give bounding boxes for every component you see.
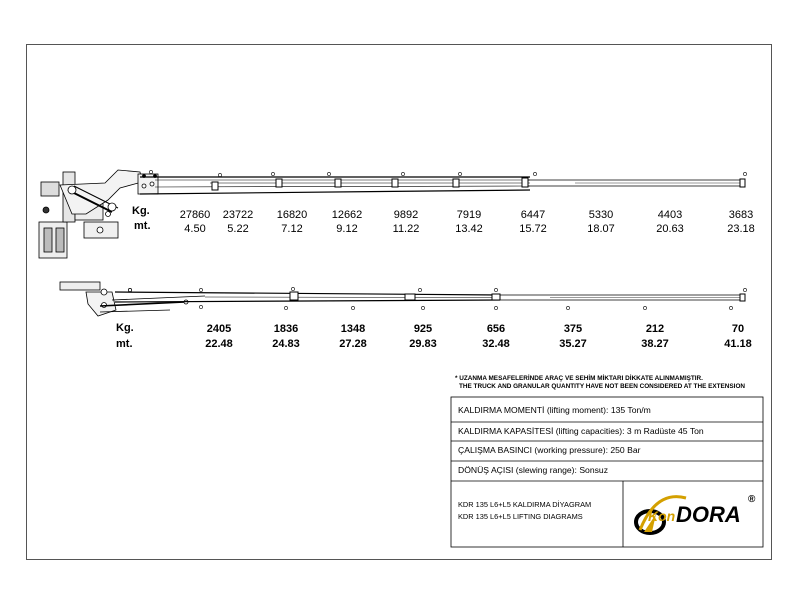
d1-mt-8: 20.63 <box>656 223 684 235</box>
d2-mt-7: 41.18 <box>724 338 752 350</box>
d1-kg-4: 9892 <box>393 209 419 221</box>
spec-value: 3 m Radüste 45 Ton <box>626 426 704 436</box>
logo-kon: Kon <box>648 508 676 524</box>
d2-mt-6: 38.27 <box>641 338 669 350</box>
spec-row-lifting-capacity: KALDIRMA KAPASİTESİ (lifting capacities)… <box>458 426 704 436</box>
diagram1-mt-label: mt. <box>134 220 151 232</box>
spec-label: DÖNÜŞ AÇISI <box>458 465 514 475</box>
spec-label: KALDIRMA MOMENTİ <box>458 405 545 415</box>
sheet-border <box>26 44 772 560</box>
d1-mt-0: 4.50 <box>184 223 206 235</box>
crane-1-body <box>38 169 159 259</box>
d2-kg-3: 925 <box>413 323 433 335</box>
d2-kg-2: 1348 <box>340 323 366 335</box>
d1-kg-0: 27860 <box>179 209 211 221</box>
d2-kg-6: 212 <box>645 323 665 335</box>
d1-kg-5: 7919 <box>456 209 482 221</box>
spec-row-lifting-moment: KALDIRMA MOMENTİ (lifting moment): 135 T… <box>458 405 651 415</box>
logo-registered: ® <box>748 494 756 505</box>
d2-kg-7: 70 <box>731 323 745 335</box>
d1-kg-6: 6447 <box>520 209 546 221</box>
logo-dora: DORA <box>676 502 741 527</box>
logo-swoosh-icon <box>634 495 687 535</box>
d1-mt-4: 11.22 <box>392 223 420 235</box>
spec-value: 135 Ton/m <box>610 405 651 415</box>
spec-table <box>450 396 764 548</box>
crane-2-body <box>59 281 206 317</box>
d1-kg-3: 12662 <box>331 209 363 221</box>
d1-kg-8: 4403 <box>657 209 683 221</box>
d1-kg-7: 5330 <box>588 209 614 221</box>
spec-label: ÇALIŞMA BASINCI <box>458 445 533 455</box>
d1-mt-6: 15.72 <box>519 223 547 235</box>
d2-kg-5: 375 <box>563 323 583 335</box>
d1-mt-7: 18.07 <box>587 223 615 235</box>
d2-mt-2: 27.28 <box>339 338 367 350</box>
spec-en: (lifting moment): <box>546 405 609 415</box>
diagram2-mt-label: mt. <box>116 338 133 350</box>
d2-mt-0: 22.48 <box>205 338 233 350</box>
d2-kg-1: 1836 <box>273 323 299 335</box>
spec-row-slewing-range: DÖNÜŞ AÇISI (slewing range): Sonsuz <box>458 465 608 475</box>
title-turkish: KDR 135 L6+L5 KALDIRMA DİYAGRAM <box>458 500 592 509</box>
spec-value: 250 Bar <box>610 445 641 455</box>
d2-mt-4: 32.48 <box>482 338 510 350</box>
d2-kg-4: 656 <box>486 323 506 335</box>
spec-en: (working pressure): <box>534 445 608 455</box>
spec-en: (slewing range): <box>515 465 577 475</box>
d1-kg-2: 16820 <box>276 209 308 221</box>
d2-kg-0: 2405 <box>206 323 232 335</box>
spec-en: (lifting capacities): <box>555 426 625 436</box>
spec-value: Sonsuz <box>579 465 608 475</box>
spec-row-working-pressure: ÇALIŞMA BASINCI (working pressure): 250 … <box>458 445 640 455</box>
note-turkish: * UZANMA MESAFELERİNDE ARAÇ VE SEHİM MİK… <box>455 375 703 382</box>
d2-mt-3: 29.83 <box>409 338 437 350</box>
d1-kg-9: 3683 <box>728 209 754 221</box>
d1-kg-1: 23722 <box>222 209 254 221</box>
diagram1-kg-label: Kg. <box>132 205 150 217</box>
d1-mt-5: 13.42 <box>455 223 483 235</box>
spec-label: KALDIRMA KAPASİTESİ <box>458 426 554 436</box>
title-english: KDR 135 L6+L5 LIFTING DIAGRAMS <box>458 512 583 521</box>
crane-1-boom <box>139 170 747 195</box>
diagram2-kg-label: Kg. <box>116 322 134 334</box>
d1-mt-2: 7.12 <box>281 223 303 235</box>
d2-mt-1: 24.83 <box>272 338 300 350</box>
d2-mt-5: 35.27 <box>559 338 587 350</box>
note-english: THE TRUCK AND GRANULAR QUANTITY HAVE NOT… <box>459 383 746 390</box>
kondora-logo: Kon DORA ® <box>626 484 762 546</box>
crane-2-boom <box>114 287 747 310</box>
d1-mt-9: 23.18 <box>727 223 755 235</box>
d1-mt-1: 5.22 <box>227 223 249 235</box>
d1-mt-3: 9.12 <box>336 223 358 235</box>
